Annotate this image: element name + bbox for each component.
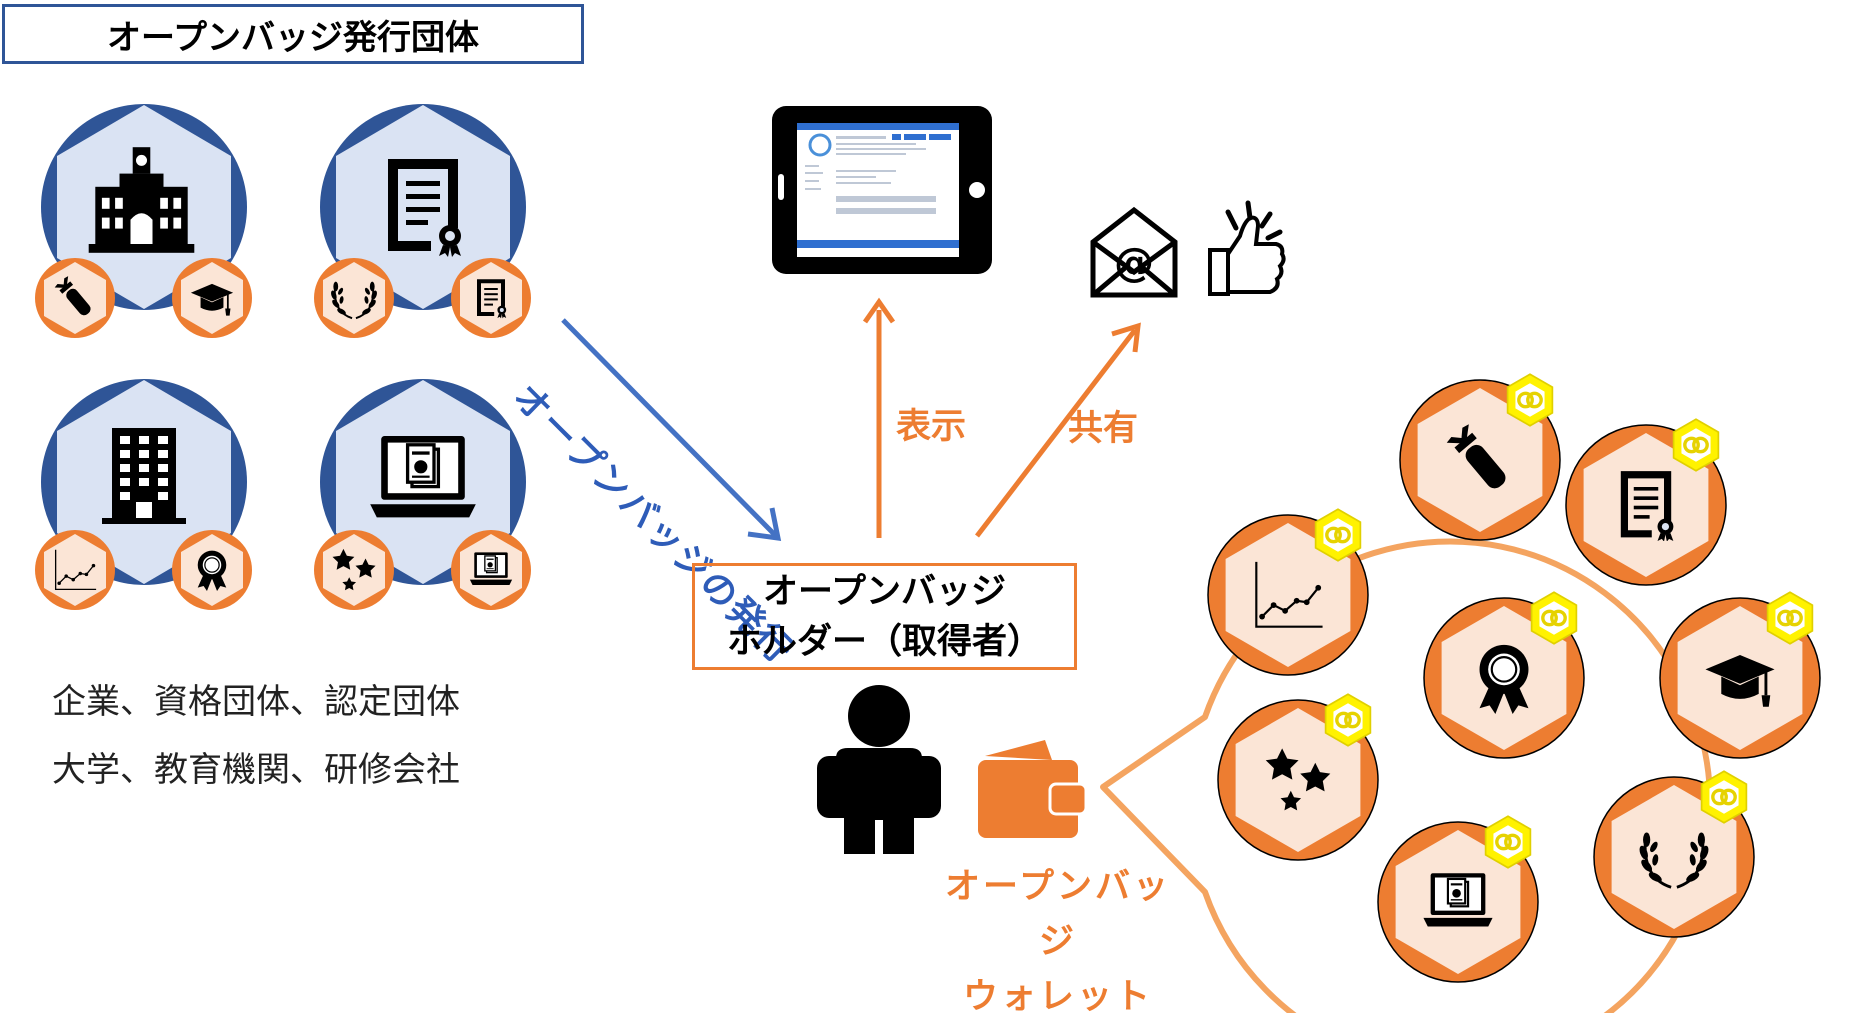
mini-badge-laptop bbox=[451, 530, 531, 610]
issuer-badge-university bbox=[41, 104, 247, 310]
svg-text:@: @ bbox=[1114, 240, 1154, 286]
thumbs-up-icon bbox=[1208, 200, 1286, 296]
mini-badge-diploma bbox=[35, 258, 115, 338]
issue-arrow bbox=[561, 318, 782, 541]
laptop-icon bbox=[1422, 872, 1494, 928]
issuer-badge-office bbox=[41, 379, 247, 585]
mini-badge-rosette bbox=[172, 530, 252, 610]
wallet-badge bbox=[1593, 769, 1755, 938]
holder-box: オープンバッジ ホルダー（取得者） bbox=[692, 563, 1077, 670]
person-icon bbox=[817, 685, 941, 854]
wallet-badge bbox=[1659, 590, 1821, 759]
issuer-types-line1: 企業、資格団体、認定団体 bbox=[52, 682, 460, 722]
wallet-badge bbox=[1399, 372, 1561, 541]
wallet-badge-collection bbox=[1207, 372, 1821, 983]
issuer-types: 企業、資格団体、認定団体 大学、教育機関、研修会社 bbox=[52, 668, 460, 804]
mini-badge-gradcap bbox=[172, 258, 252, 338]
issuer-title: オープンバッジ発行団体 bbox=[2, 4, 584, 64]
holder-line2: ホルダー（取得者） bbox=[726, 621, 1042, 662]
wallet-label: オープンバッジ ウォレット bbox=[928, 860, 1188, 1025]
wallet-badge bbox=[1377, 814, 1539, 983]
laptop-icon bbox=[368, 434, 478, 520]
share-arrow-label: 共有 bbox=[1068, 409, 1139, 449]
email-icon: @ bbox=[1090, 206, 1178, 298]
wallet-badge bbox=[1423, 590, 1585, 759]
wallet-label-line2: ウォレット bbox=[962, 977, 1153, 1017]
laptop-icon bbox=[469, 551, 513, 586]
mini-badge-laurel bbox=[314, 258, 394, 338]
issuer-badge-laptop bbox=[320, 379, 526, 585]
display-arrow bbox=[862, 297, 896, 538]
office-building-icon bbox=[102, 428, 186, 524]
wallet-badge bbox=[1217, 692, 1379, 861]
issuer-types-line2: 大学、教育機関、研修会社 bbox=[52, 750, 460, 790]
tablet-icon bbox=[772, 106, 992, 274]
wallet-badge bbox=[1565, 417, 1727, 586]
wallet-icon bbox=[978, 740, 1088, 838]
mini-badge-chart bbox=[35, 530, 115, 610]
share-arrow bbox=[975, 322, 1141, 538]
wallet-label-line1: オープンバッジ bbox=[945, 867, 1171, 962]
holder-line1: オープンバッジ bbox=[763, 571, 1006, 612]
display-arrow-label: 表示 bbox=[896, 407, 967, 447]
wallet-badge bbox=[1207, 507, 1369, 676]
issuer-badge-certificate bbox=[320, 104, 526, 310]
mini-badge-certificate bbox=[451, 258, 531, 338]
mini-badge-stars bbox=[314, 530, 394, 610]
